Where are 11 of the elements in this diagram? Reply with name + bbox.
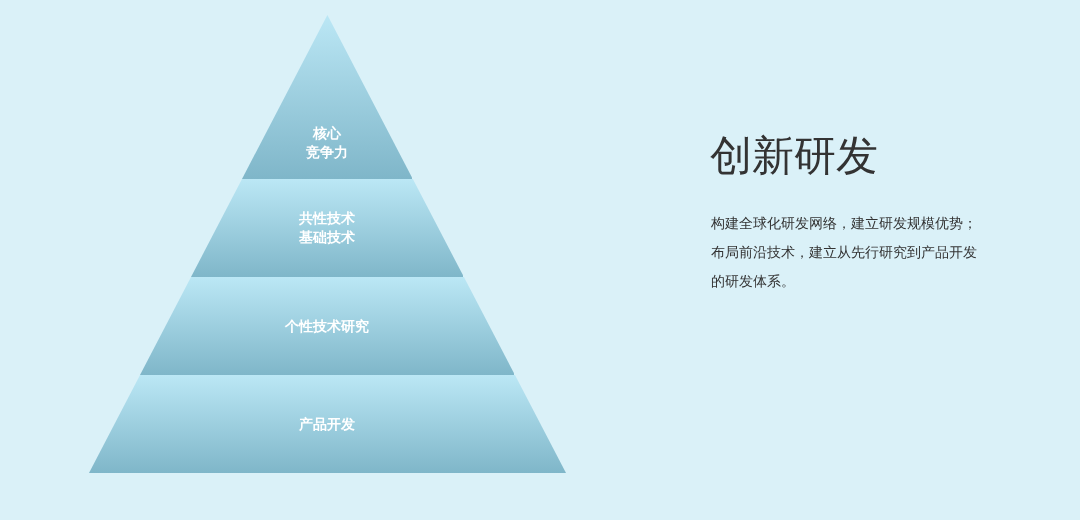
pyramid-layer xyxy=(88,375,566,473)
layer-label: 竞争力 xyxy=(306,142,348,162)
pyramid-layer xyxy=(190,179,464,277)
description-paragraph: 构建全球化研发网络，建立研发规模优势；布局前沿技术，建立从先行研究到产品开发的研发体系。 xyxy=(711,214,978,291)
pyramid-layer xyxy=(241,15,413,179)
layer-label: 个性技术研究 xyxy=(285,316,369,336)
heading: 创新研发 xyxy=(710,130,878,182)
layer-label: 产品开发 xyxy=(299,414,355,434)
pyramid-layer xyxy=(139,277,515,375)
layer-label: 共性技术基础技术 xyxy=(298,209,356,247)
layer-label: 核心 xyxy=(313,123,341,143)
